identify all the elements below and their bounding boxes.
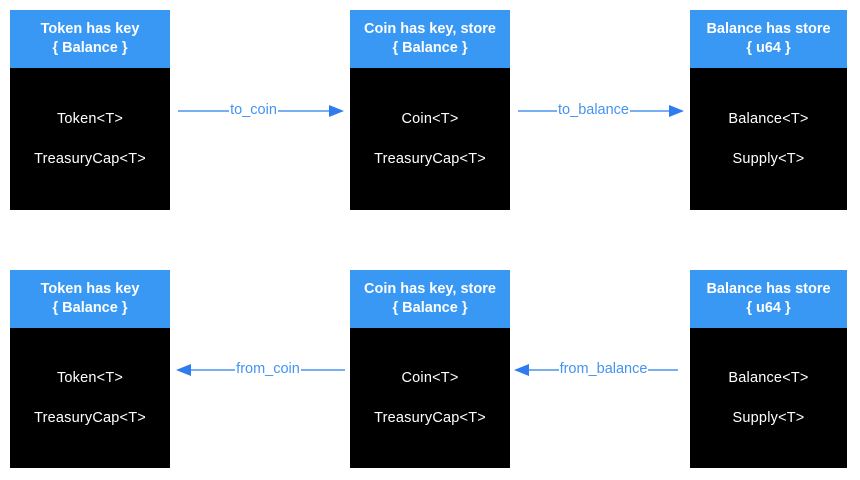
struct-header: Balance has store { u64 }	[690, 270, 847, 328]
struct-header-line1: Token has key	[40, 21, 140, 37]
struct-header: Balance has store { u64 }	[690, 10, 847, 68]
struct-body: Balance<T> Supply<T>	[690, 328, 847, 468]
struct-box-balance-row2: Balance has store { u64 } Balance<T> Sup…	[690, 270, 847, 468]
arrow-line	[178, 110, 230, 112]
struct-box-coin-row2: Coin has key, store { Balance } Coin<T> …	[350, 270, 510, 468]
arrow-label: to_balance	[558, 102, 629, 118]
struct-body: Coin<T> TreasuryCap<T>	[350, 328, 510, 468]
struct-field: Supply<T>	[732, 410, 805, 426]
struct-body: Balance<T> Supply<T>	[690, 68, 847, 210]
struct-body: Coin<T> TreasuryCap<T>	[350, 68, 510, 210]
struct-header-line2: { Balance }	[392, 40, 468, 56]
arrow-line	[648, 369, 679, 371]
struct-header-line1: Coin has key, store	[364, 281, 496, 297]
arrow-label: from_balance	[559, 361, 648, 377]
struct-body: Token<T> TreasuryCap<T>	[10, 68, 170, 210]
struct-header: Coin has key, store { Balance }	[350, 10, 510, 68]
struct-field: TreasuryCap<T>	[34, 151, 146, 167]
arrow-from-coin: from_coin	[176, 361, 346, 378]
arrow-line	[629, 110, 670, 112]
arrow-line	[300, 369, 346, 371]
struct-field: Coin<T>	[401, 370, 459, 386]
arrowhead-right-icon	[329, 105, 345, 117]
arrow-label: to_coin	[230, 102, 277, 118]
struct-field: Balance<T>	[728, 111, 809, 127]
arrow-label: from_coin	[236, 361, 300, 377]
arrow-to-coin: to_coin	[178, 102, 345, 119]
struct-header: Token has key { Balance }	[10, 270, 170, 328]
struct-header: Coin has key, store { Balance }	[350, 270, 510, 328]
arrow-line	[518, 110, 558, 112]
struct-header-line2: { Balance }	[392, 300, 468, 316]
struct-header-line2: { Balance }	[52, 300, 128, 316]
arrowhead-right-icon	[669, 105, 685, 117]
struct-field: Balance<T>	[728, 370, 809, 386]
struct-field: TreasuryCap<T>	[34, 410, 146, 426]
struct-field: TreasuryCap<T>	[374, 410, 486, 426]
arrowhead-left-icon	[514, 364, 529, 376]
arrow-line	[191, 369, 236, 371]
struct-header-line2: { Balance }	[52, 40, 128, 56]
arrow-line	[529, 369, 559, 371]
arrow-from-balance: from_balance	[514, 361, 679, 378]
struct-header-line2: { u64 }	[746, 300, 791, 316]
struct-field: Coin<T>	[401, 111, 459, 127]
struct-header-line1: Balance has store	[706, 281, 831, 297]
struct-header-line1: Coin has key, store	[364, 21, 496, 37]
struct-header-line1: Token has key	[40, 281, 140, 297]
struct-header-line1: Balance has store	[706, 21, 831, 37]
struct-field: Supply<T>	[732, 151, 805, 167]
struct-box-balance-row1: Balance has store { u64 } Balance<T> Sup…	[690, 10, 847, 210]
struct-box-token-row1: Token has key { Balance } Token<T> Treas…	[10, 10, 170, 210]
arrowhead-left-icon	[176, 364, 191, 376]
struct-box-coin-row1: Coin has key, store { Balance } Coin<T> …	[350, 10, 510, 210]
struct-header: Token has key { Balance }	[10, 10, 170, 68]
struct-header-line2: { u64 }	[746, 40, 791, 56]
arrow-line	[277, 110, 330, 112]
struct-field: TreasuryCap<T>	[374, 151, 486, 167]
struct-field: Token<T>	[56, 111, 124, 127]
arrow-to-balance: to_balance	[518, 102, 685, 119]
struct-body: Token<T> TreasuryCap<T>	[10, 328, 170, 468]
struct-box-token-row2: Token has key { Balance } Token<T> Treas…	[10, 270, 170, 468]
struct-field: Token<T>	[56, 370, 124, 386]
